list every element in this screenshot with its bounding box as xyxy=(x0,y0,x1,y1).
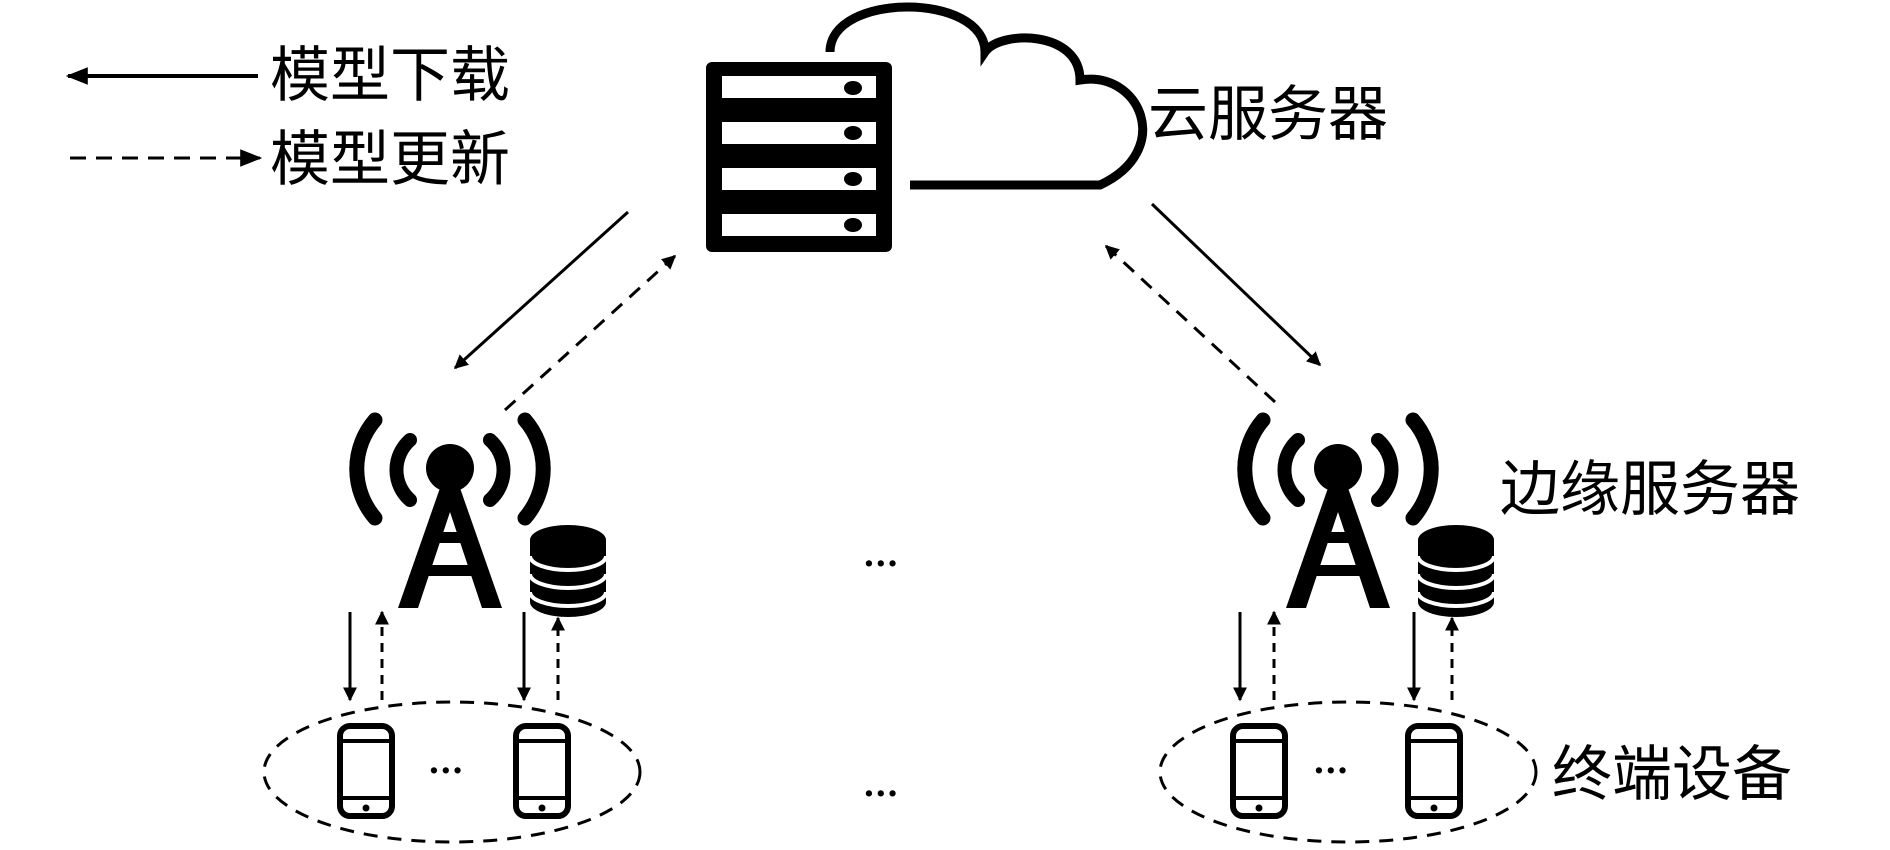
database-icon xyxy=(528,525,608,617)
download-arrow-cloud-to-right-edge xyxy=(1150,202,1322,367)
left-devices-ellipsis: ··· xyxy=(428,751,464,791)
smartphone-icon xyxy=(337,723,395,819)
middle-devices-ellipsis: ··· xyxy=(863,774,899,814)
edge-server-label: 边缘服务器 xyxy=(1500,455,1800,525)
database-icon xyxy=(1416,525,1496,617)
cloud-server-label: 云服务器 xyxy=(1148,80,1388,150)
left-device-group: ··· xyxy=(262,700,642,844)
legend-update-label: 模型更新 xyxy=(270,125,510,195)
legend-download-label: 模型下载 xyxy=(270,41,510,111)
smartphone-icon xyxy=(1230,723,1288,819)
cloud-icon xyxy=(825,2,1147,190)
download-arrow-cloud-to-left-edge xyxy=(453,210,630,370)
legend: 模型下载 模型更新 xyxy=(65,41,510,195)
smartphone-icon xyxy=(1405,723,1463,819)
middle-edge-ellipsis: ··· xyxy=(863,544,899,584)
update-arrow-left-edge-to-cloud xyxy=(503,254,677,412)
right-device-group: ··· xyxy=(1158,700,1538,844)
right-edge-server xyxy=(1237,412,1496,617)
right-devices-ellipsis: ··· xyxy=(1313,751,1349,791)
antenna-tower-icon xyxy=(1237,412,1439,608)
server-rack-icon xyxy=(706,62,892,252)
smartphone-icon xyxy=(513,723,571,819)
update-arrow-right-edge-to-cloud xyxy=(1104,244,1277,404)
left-edge-server xyxy=(349,412,608,617)
terminal-devices-label: 终端设备 xyxy=(1552,740,1792,810)
antenna-tower-icon xyxy=(349,412,551,608)
